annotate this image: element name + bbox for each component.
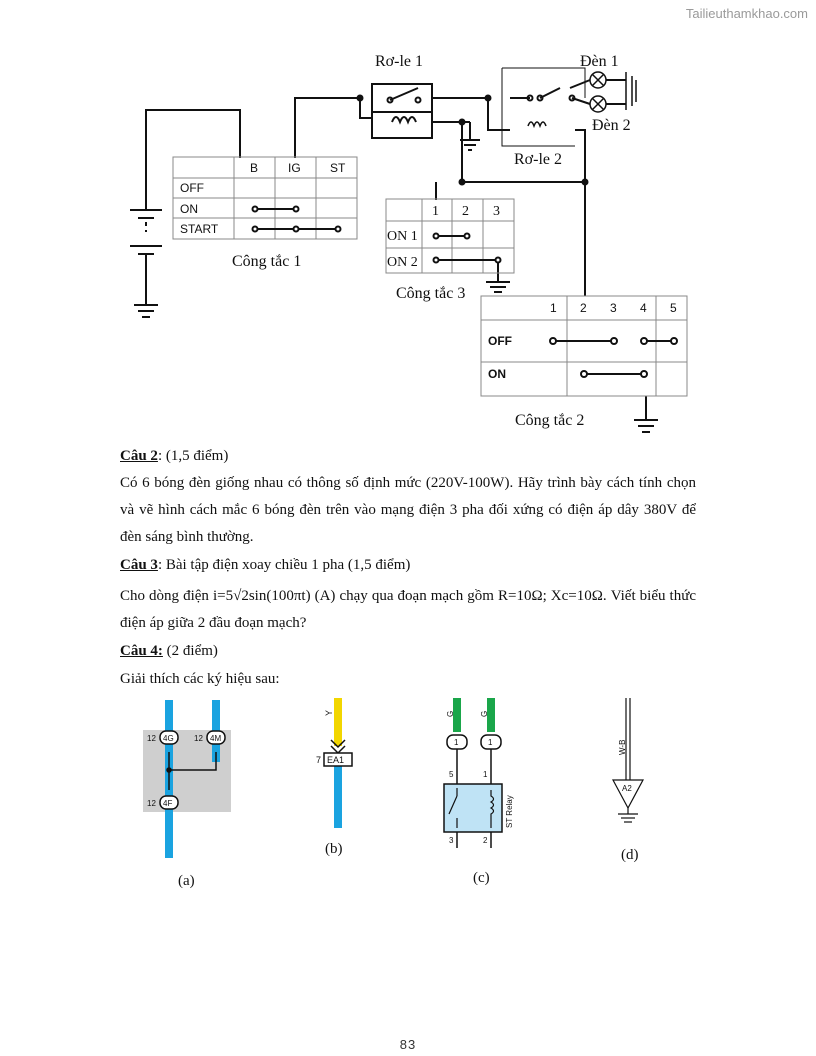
st-relay-box [443,783,503,833]
q3-title: Câu 3 [120,557,158,573]
switch3-caption: Công tắc 3 [396,285,465,302]
q3-heading: Câu 3: Bài tập điện xoay chiều 1 pha (1,… [120,552,696,579]
caption-d: (d) [621,847,639,863]
q4-heading: Câu 4: (2 điểm) [120,638,696,665]
svg-text:4M: 4M [210,734,221,743]
sw2-header: 4 [640,301,647,315]
switch1-table [172,156,358,240]
sw2-header: 2 [580,301,587,315]
svg-text:G: G [480,711,489,717]
svg-text:A2: A2 [622,784,632,793]
q2-points: : (1,5 điểm) [157,448,229,464]
q4-title: Câu 4: [120,643,163,659]
q4-points: (2 điểm) [162,643,218,659]
switch2-table [480,295,688,397]
svg-text:1: 1 [483,770,488,779]
svg-text:1: 1 [488,738,493,747]
q2-heading: Câu 2: (1,5 điểm) [120,443,696,470]
svg-text:12: 12 [147,734,156,743]
svg-text:3: 3 [449,836,454,845]
battery-b-wire [145,109,241,210]
relay1-coil [391,116,417,125]
q2-title: Câu 2 [120,448,158,464]
symbol-c: G G 1 1 5 1 3 2 ST Relay [443,698,514,848]
symbol-b: Y 7 EA1 [316,698,353,828]
svg-text:12: 12 [147,799,156,808]
svg-text:Y: Y [324,710,334,716]
svg-text:2: 2 [483,836,488,845]
caption-a: (a) [178,873,195,889]
sw1-row: ON [180,202,198,216]
svg-text:4F: 4F [163,799,172,808]
sw3-header: 3 [493,204,500,219]
sw2-header: 3 [610,301,617,315]
lamp-icons [589,71,607,113]
lamp2-label: Đèn 2 [592,117,631,134]
sw3-row: ON 1 [387,229,418,244]
svg-text:G: G [446,711,455,717]
svg-text:7: 7 [316,755,321,765]
sw3-header: 2 [462,204,469,219]
sw3-header: 1 [432,204,439,219]
svg-text:12: 12 [194,734,203,743]
page-number: 83 [399,1037,417,1052]
relay2-coil [527,121,547,129]
relay2-label: Rơ-le 2 [514,151,562,168]
svg-text:W-B: W-B [618,740,627,755]
q2-body: Có 6 bóng đèn giống nhau có thông số địn… [120,475,696,545]
caption-c: (c) [473,870,490,886]
q3-body: Cho dòng điện i=5√2sin(100πt) (A) chạy q… [120,588,696,631]
sw2-header: 5 [670,301,677,315]
watermark: Tailieuthamkhao.com [685,6,808,21]
lamp1-label: Đèn 1 [580,53,619,70]
q4-intro: Giải thích các ký hiệu sau: [120,671,280,687]
sw3-row: ON 2 [387,255,418,270]
svg-text:ST Relay: ST Relay [505,795,514,828]
sw1-row: START [180,222,219,236]
switch2-caption: Công tắc 2 [515,412,584,429]
sw1-header: ST [330,161,346,175]
sw2-row: OFF [488,334,512,348]
sw1-header: B [250,161,258,175]
sw1-header: IG [288,161,301,175]
svg-text:1: 1 [454,738,459,747]
caption-b: (b) [325,841,343,857]
svg-text:4G: 4G [163,734,174,743]
sw2-header: 1 [550,301,557,315]
symbol-d: W-B A2 [611,698,645,823]
switch1-caption: Công tắc 1 [232,253,301,270]
symbol-a: 12 4G 12 4M 12 4F [143,700,231,858]
relay1-label: Rơ-le 1 [375,53,423,70]
q3-points: : Bài tập điện xoay chiều 1 pha (1,5 điể… [157,557,411,573]
svg-text:5: 5 [449,770,454,779]
sw2-row: ON [488,367,506,381]
svg-text:EA1: EA1 [327,755,344,765]
sw1-row: OFF [180,181,204,195]
